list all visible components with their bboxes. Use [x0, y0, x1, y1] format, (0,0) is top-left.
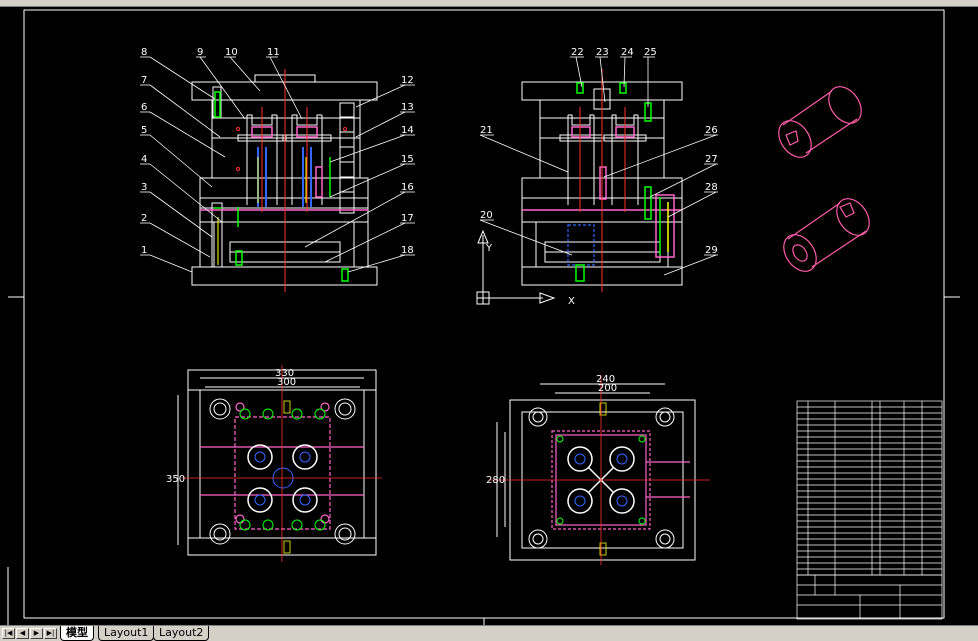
callout-12: 12: [401, 75, 414, 86]
tab-layout1[interactable]: Layout1: [98, 626, 155, 641]
tab-layout2[interactable]: Layout2: [153, 626, 210, 641]
model-space-canvas[interactable]: 1 2 3 4 5 6 7 8 9 10 11 12 13 14 15 16 1…: [0, 7, 978, 625]
dim-top-r-a: 240: [596, 374, 615, 385]
callout-15: 15: [401, 154, 414, 165]
callout-25: 25: [644, 47, 657, 58]
callout-27: 27: [705, 154, 718, 165]
callout-22: 22: [571, 47, 584, 58]
dim-left-r: 280: [486, 475, 505, 486]
section-view-right: 20 21 22 23 24 25 26 27 28 29: [479, 47, 718, 292]
callout-20: 20: [480, 210, 493, 221]
dim-top-a: 330: [275, 368, 294, 379]
callout-8: 8: [141, 47, 147, 58]
callout-7: 7: [141, 75, 147, 86]
callout-17: 17: [401, 213, 414, 224]
callout-6: 6: [141, 102, 147, 113]
first-tab-button[interactable]: |◀: [2, 628, 15, 639]
dim-left: 350: [166, 474, 185, 485]
callout-5: 5: [141, 125, 147, 136]
callout-29: 29: [705, 245, 718, 256]
callout-2: 2: [141, 213, 147, 224]
ucs-y-label: Y: [485, 243, 493, 254]
callout-16: 16: [401, 182, 414, 193]
callout-14: 14: [401, 125, 414, 136]
callout-24: 24: [621, 47, 634, 58]
plan-view-right: 240 200 280: [486, 374, 710, 565]
plan-view-left: 330 300 350: [166, 365, 382, 562]
callout-18: 18: [401, 245, 414, 256]
callout-23: 23: [596, 47, 609, 58]
callout-26: 26: [705, 125, 718, 136]
callout-28: 28: [705, 182, 718, 193]
callout-3: 3: [141, 182, 147, 193]
callout-13: 13: [401, 102, 414, 113]
dim-top-b: 300: [277, 377, 296, 388]
next-tab-button[interactable]: ▶: [30, 628, 43, 639]
callout-10: 10: [225, 47, 238, 58]
callout-11: 11: [267, 47, 280, 58]
section-view-left: 1 2 3 4 5 6 7 8 9 10 11 12 13 14 15 16 1…: [140, 47, 415, 292]
dim-top-r-b: 200: [598, 383, 617, 394]
tab-model[interactable]: 模型: [60, 626, 94, 641]
callout-21: 21: [480, 125, 493, 136]
toolbar-strip: [0, 0, 978, 7]
ucs-icon: X Y: [476, 229, 575, 307]
callout-1: 1: [141, 245, 147, 256]
prev-tab-button[interactable]: ◀: [16, 628, 29, 639]
drawing-frame: [7, 9, 960, 625]
parts-list-table: [796, 400, 943, 620]
ucs-x-label: X: [568, 296, 575, 307]
last-tab-button[interactable]: ▶|: [44, 628, 57, 639]
callout-9: 9: [197, 47, 203, 58]
callout-4: 4: [141, 154, 147, 165]
layout-tab-bar: |◀ ◀ ▶ ▶| 模型 Layout1 Layout2: [0, 625, 978, 641]
product-3d-view: [778, 86, 870, 272]
